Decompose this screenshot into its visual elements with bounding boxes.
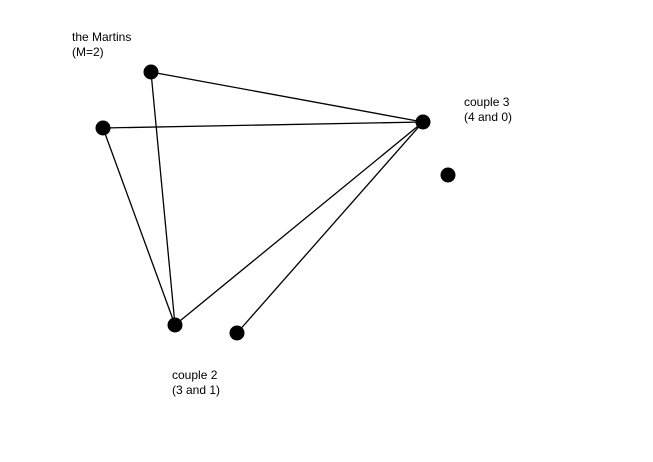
label-couple-2: couple 2 (3 and 1) — [172, 368, 220, 398]
node-martins-b — [95, 120, 111, 136]
node-couple3-a — [415, 114, 431, 130]
label-couple-3-detail: (4 and 0) — [464, 110, 513, 124]
edge-couple2-b-couple3-a — [236, 121, 424, 334]
label-martins-name: the Martins — [72, 30, 132, 44]
graph-edges — [102, 71, 424, 334]
label-couple-2-detail: (3 and 1) — [172, 383, 221, 397]
node-couple3-b — [440, 167, 456, 183]
edge-martins-b-couple2-a — [102, 127, 176, 326]
node-couple2-a — [167, 317, 183, 333]
label-couple-3-name: couple 3 — [464, 95, 510, 109]
node-martins-a — [143, 64, 159, 80]
edge-couple2-a-couple3-a — [174, 121, 424, 326]
label-couple-3: couple 3 (4 and 0) — [464, 95, 512, 125]
edge-martins-a-couple2-a — [150, 71, 176, 326]
label-martins: the Martins (M=2) — [72, 30, 131, 60]
label-couple-2-name: couple 2 — [172, 368, 218, 382]
graph-nodes — [95, 64, 456, 341]
edge-martins-a-couple3-a — [150, 71, 424, 123]
edge-martins-b-couple3-a — [102, 121, 424, 129]
label-martins-detail: (M=2) — [72, 45, 104, 59]
node-couple2-b — [229, 325, 245, 341]
